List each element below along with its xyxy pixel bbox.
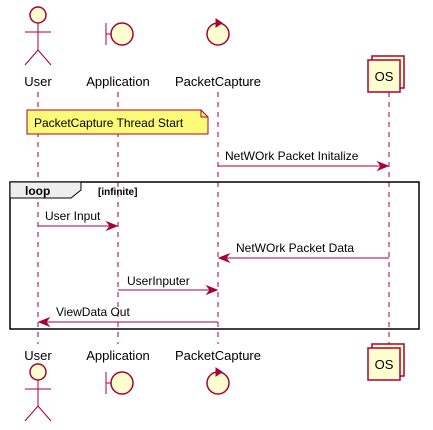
participant-label-application-bottom: Application [86,348,150,363]
note-text: PacketCapture Thread Start [34,116,184,130]
participant-label-os-bottom: OS [375,357,394,372]
message-label-2: User Input [45,209,101,223]
message-label-3: NetWOrk Packet Data [236,241,354,255]
participant-label-packet-capture-bottom: PacketCapture [175,348,261,363]
actor-stick-figure-icon [24,6,52,66]
message-label-4: UserInputer [127,274,190,288]
message-label-1: NetWOrk Packet Initalize [225,149,359,163]
collections-box-icon: OS [367,55,405,93]
participant-label-user: User [24,74,52,89]
collections-box-icon: OS [367,343,405,381]
control-icon [206,367,230,395]
loop-frame: loop [infinite] [9,181,420,330]
participant-label-os: OS [375,69,394,84]
participant-label-user-bottom: User [24,348,52,363]
boundary-icon [105,371,134,395]
note: PacketCapture Thread Start [26,109,209,135]
boundary-icon [105,22,134,46]
participant-label-application: Application [86,74,150,89]
message-label-5: ViewData Out [56,305,130,319]
actor-stick-figure-icon [24,363,52,422]
loop-condition: [infinite] [98,187,137,198]
participant-label-packet-capture: PacketCapture [175,74,261,89]
control-icon [206,18,230,46]
loop-keyword: loop [25,184,50,198]
